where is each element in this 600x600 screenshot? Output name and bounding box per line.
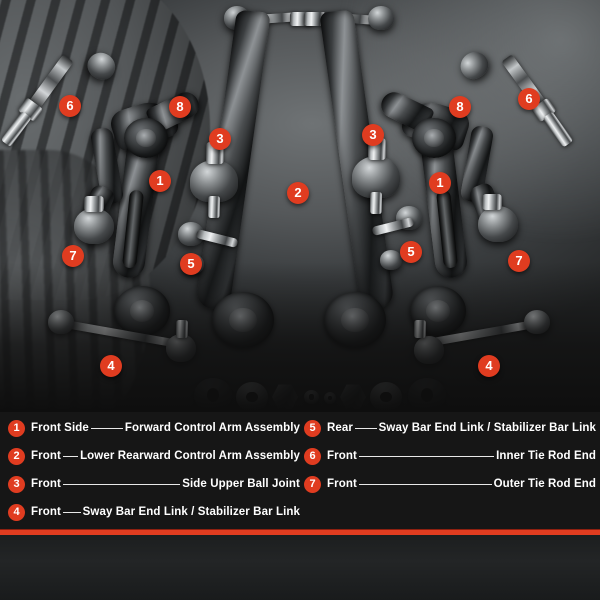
legend-badge-7: 7 — [304, 475, 321, 493]
legend-position-label: Rear — [327, 422, 353, 434]
legend-position-label: Front Side — [31, 422, 89, 434]
legend-row-1: 1 Front Side Forward Control Arm Assembly — [8, 416, 300, 440]
callout-badge-4: 4 — [100, 355, 122, 377]
legend-row-4: 4 Front Sway Bar End Link / Stabilizer Bar… — [8, 500, 300, 524]
legend-connector-line — [358, 455, 495, 457]
legend-row-5: 5 Rear Sway Bar End Link / Stabilizer Bar … — [304, 416, 596, 440]
legend-panel: 1 Front Side Forward Control Arm Assembly 2… — [0, 412, 600, 530]
legend-position-label: Front — [327, 478, 357, 490]
legend-badge-1: 1 — [8, 419, 25, 437]
legend-position-label: Front — [31, 506, 61, 518]
legend-part-name: Inner Tie Rod End — [496, 450, 596, 462]
legend-connector-line — [62, 483, 181, 485]
callout-badge-3: 3 — [209, 128, 231, 150]
legend-part-name: Forward Control Arm Assembly — [124, 422, 300, 434]
callout-badge-4: 4 — [478, 355, 500, 377]
legend-position-label: Front — [31, 478, 61, 490]
callout-badge-3: 3 — [362, 124, 384, 146]
callout-badge-7: 7 — [508, 250, 530, 272]
legend-part-name: Sway Bar End Link / Stabilizer Bar Link — [378, 422, 596, 434]
legend-position-label: Front — [31, 450, 61, 462]
callout-badge-6: 6 — [59, 95, 81, 117]
legend-connector-line — [62, 511, 81, 513]
legend-connector-line — [62, 455, 79, 457]
callout-badge-5: 5 — [400, 241, 422, 263]
legend-badge-2: 2 — [8, 447, 25, 465]
footer-divider — [0, 530, 600, 535]
legend-row-6: 6 Front Inner Tie Rod End — [304, 444, 596, 468]
footer-bar — [0, 535, 600, 600]
callout-badge-7: 7 — [62, 245, 84, 267]
callout-badge-2: 2 — [287, 182, 309, 204]
legend-connector-line — [90, 427, 123, 429]
legend-badge-5: 5 — [304, 419, 321, 437]
legend-connector-line — [354, 427, 377, 429]
legend-part-name: Lower Rearward Control Arm Assembly — [80, 450, 300, 462]
legend-row-7: 7 Front Outer Tie Rod End — [304, 472, 596, 496]
legend-right-column: 5 Rear Sway Bar End Link / Stabilizer Bar … — [304, 412, 596, 530]
legend-badge-6: 6 — [304, 447, 321, 465]
callout-badge-8: 8 — [449, 96, 471, 118]
callout-badge-1: 1 — [429, 172, 451, 194]
legend-position-label: Front — [327, 450, 357, 462]
callout-badge-6: 6 — [518, 88, 540, 110]
legend-part-name: Side Upper Ball Joint — [182, 478, 300, 490]
legend-badge-4: 4 — [8, 503, 25, 521]
legend-left-column: 1 Front Side Forward Control Arm Assembly 2… — [8, 412, 300, 530]
callout-badge-8: 8 — [169, 96, 191, 118]
legend-connector-line — [358, 483, 492, 485]
legend-row-2: 2 Front Lower Rearward Control Arm Assembl… — [8, 444, 300, 468]
callout-badge-1: 1 — [149, 170, 171, 192]
legend-part-name: Sway Bar End Link / Stabilizer Bar Link — [82, 506, 300, 518]
callout-badge-5: 5 — [180, 253, 202, 275]
photo-bottom-fade — [0, 262, 600, 412]
legend-badge-3: 3 — [8, 475, 25, 493]
legend-part-name: Outer Tie Rod End — [493, 478, 596, 490]
legend-row-3: 3 Front Side Upper Ball Joint — [8, 472, 300, 496]
